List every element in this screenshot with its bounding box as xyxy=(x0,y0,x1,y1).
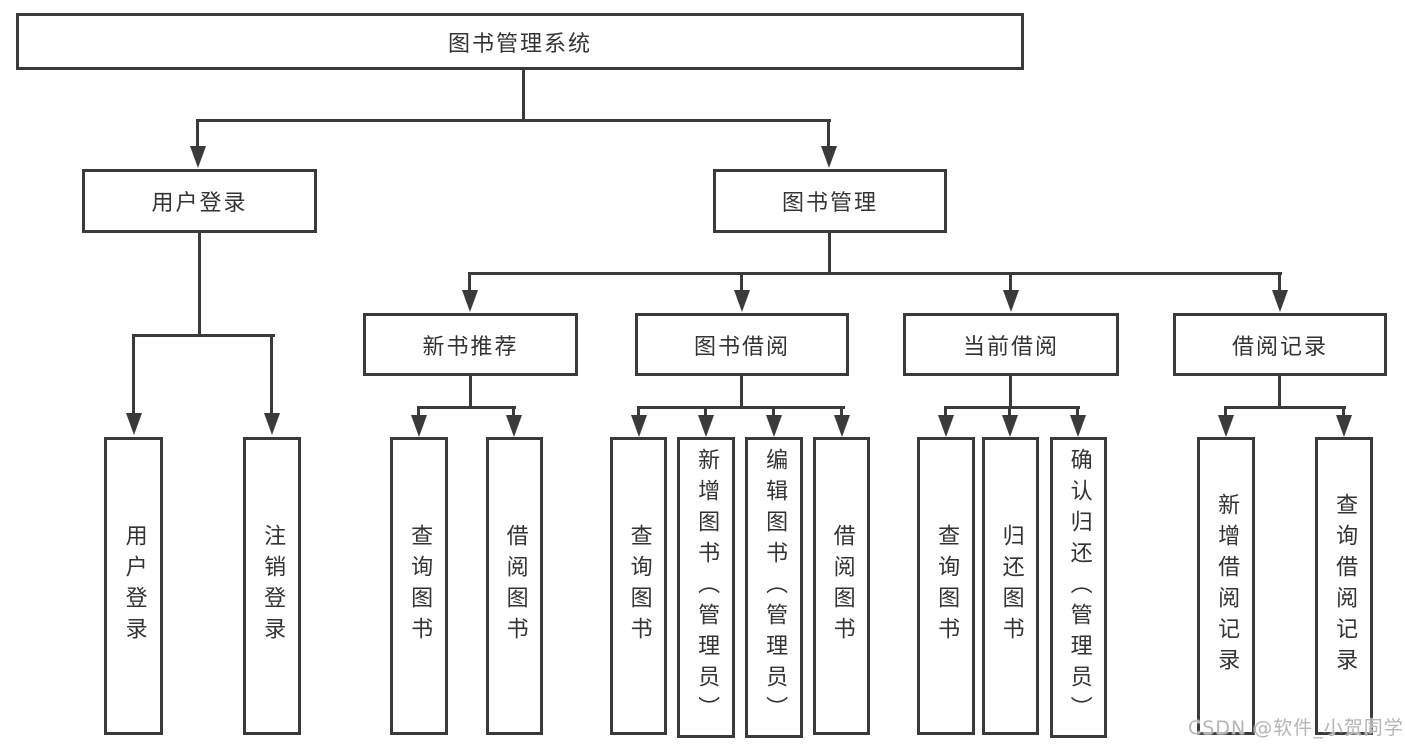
node-bb-edit-book: 编辑图书（管理员） xyxy=(745,437,803,738)
arrowhead-down-icon xyxy=(1070,415,1086,437)
connector-line xyxy=(522,69,525,122)
arrowhead-down-icon xyxy=(834,415,850,437)
connector-line xyxy=(944,406,1080,409)
connector-line xyxy=(133,334,275,337)
arrow-shaft xyxy=(772,406,775,415)
node-bb-query-book: 查询图书 xyxy=(610,437,667,735)
arrowhead-down-icon xyxy=(1218,415,1234,437)
arrowhead-down-icon xyxy=(734,290,750,312)
connector-line xyxy=(197,119,831,122)
node-br-query-record: 查询借阅记录 xyxy=(1315,437,1373,735)
arrowhead-down-icon xyxy=(821,146,837,168)
arrow-shaft xyxy=(637,406,640,415)
node-new-book-recommend: 新书推荐 xyxy=(363,313,578,376)
arrowhead-down-icon xyxy=(698,415,714,437)
arrow-shaft xyxy=(270,334,273,413)
node-borrow-record: 借阅记录 xyxy=(1173,313,1387,376)
node-rec-borrow-book: 借阅图书 xyxy=(486,437,543,735)
arrowhead-down-icon xyxy=(190,146,206,168)
node-cb-query-book: 查询图书 xyxy=(917,437,975,735)
arrow-shaft xyxy=(1342,406,1345,415)
arrow-shaft xyxy=(740,272,743,290)
node-cb-return-book: 归还图书 xyxy=(982,437,1039,735)
node-root: 图书管理系统 xyxy=(16,13,1024,70)
arrow-shaft xyxy=(196,119,199,146)
connector-line xyxy=(1009,376,1012,409)
csdn-watermark: CSDN @软件_小贺同学 xyxy=(1188,717,1404,739)
arrow-shaft xyxy=(1076,406,1079,415)
arrowhead-down-icon xyxy=(411,415,427,437)
arrowhead-down-icon xyxy=(631,415,647,437)
connector-line xyxy=(417,406,516,409)
node-user-login: 用户登录 xyxy=(82,169,317,233)
arrow-shaft xyxy=(1009,272,1012,290)
connector-line xyxy=(637,406,845,409)
arrowhead-down-icon xyxy=(1336,415,1352,437)
arrowhead-down-icon xyxy=(462,290,478,312)
arrow-shaft xyxy=(704,406,707,415)
arrowhead-down-icon xyxy=(126,413,142,435)
arrow-shaft xyxy=(827,119,830,146)
arrowhead-down-icon xyxy=(506,415,522,437)
arrowhead-down-icon xyxy=(264,413,280,435)
arrow-shaft xyxy=(1008,406,1011,415)
node-book-borrow: 图书借阅 xyxy=(635,313,849,376)
node-leaf-user-login: 用户登录 xyxy=(104,437,163,735)
node-cb-confirm-return: 确认归还（管理员） xyxy=(1050,437,1107,738)
connector-line xyxy=(469,272,1282,275)
arrowhead-down-icon xyxy=(766,415,782,437)
connector-line xyxy=(828,233,831,275)
node-leaf-logout: 注销登录 xyxy=(243,437,301,735)
node-book-management: 图书管理 xyxy=(713,169,947,233)
arrowhead-down-icon xyxy=(938,415,954,437)
node-bb-add-book: 新增图书（管理员） xyxy=(677,437,735,738)
arrow-shaft xyxy=(1278,272,1281,290)
arrow-shaft xyxy=(132,334,135,413)
arrow-shaft xyxy=(417,406,420,415)
node-bb-borrow-book: 借阅图书 xyxy=(813,437,870,735)
connector-line xyxy=(1278,376,1281,409)
node-rec-query-book: 查询图书 xyxy=(390,437,448,735)
connector-line xyxy=(740,376,743,409)
arrow-shaft xyxy=(468,272,471,290)
arrowhead-down-icon xyxy=(1003,290,1019,312)
arrowhead-down-icon xyxy=(1272,290,1288,312)
arrow-shaft xyxy=(944,406,947,415)
connector-line xyxy=(469,376,472,409)
connector-line xyxy=(198,233,201,337)
arrow-shaft xyxy=(840,406,843,415)
connector-line xyxy=(1224,406,1346,409)
node-current-borrow: 当前借阅 xyxy=(903,313,1119,376)
arrow-shaft xyxy=(1224,406,1227,415)
arrow-shaft xyxy=(512,406,515,415)
node-br-add-record: 新增借阅记录 xyxy=(1197,437,1255,735)
arrowhead-down-icon xyxy=(1002,415,1018,437)
